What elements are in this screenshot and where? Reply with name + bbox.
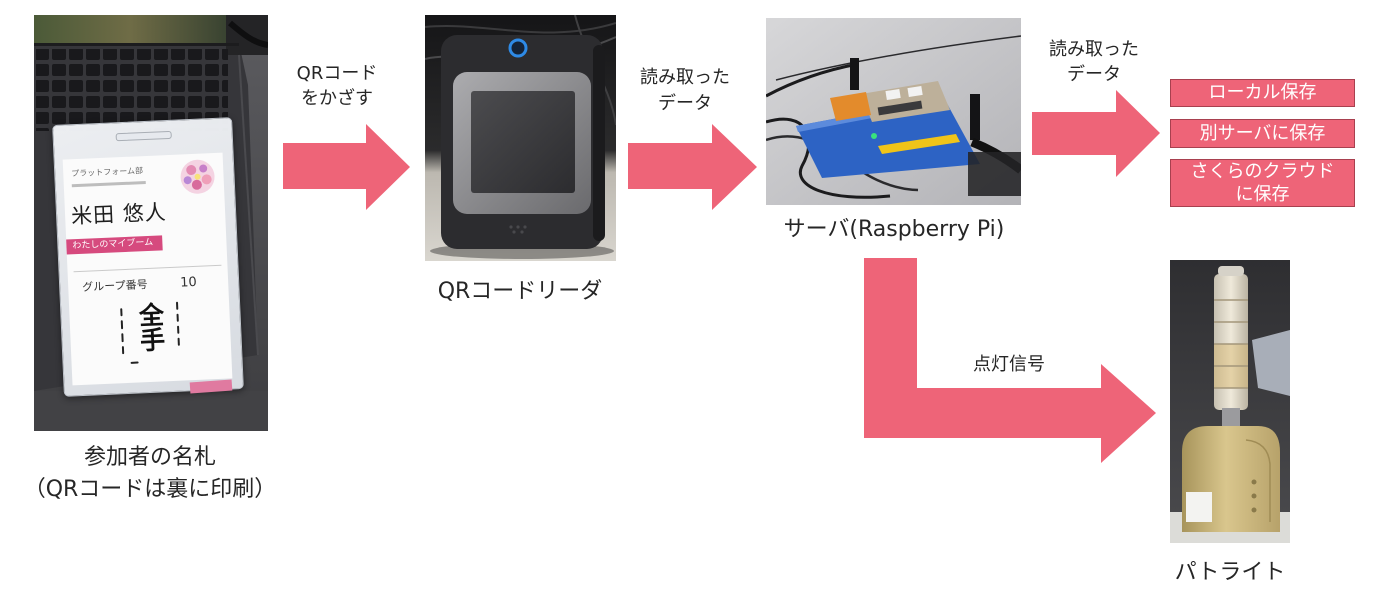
badge-photo: プラットフォーム部 米田 悠人 わたしのマイブーム グループ番号 10 — [34, 15, 268, 431]
badge-group-label: グループ番号 — [81, 278, 148, 294]
calligraphy-lettering: 全手 — [134, 301, 167, 353]
badge-person-name: 米田 悠人 — [70, 200, 168, 229]
storage-other-server-box: 別サーバに保存 — [1170, 119, 1355, 148]
storage-sakura-cloud-label-line1: さくらのクラウド — [1190, 161, 1335, 182]
qr-reader-photo — [425, 15, 616, 261]
arrow-scan-label: QRコード をかざす — [277, 61, 397, 111]
qr-reader-caption: QRコードリーダ — [437, 279, 603, 304]
badge-org-subline — [71, 181, 146, 188]
badge-hobby-tag: わたしのマイブーム — [66, 235, 163, 255]
storage-local-box: ローカル保存 — [1170, 79, 1355, 107]
arrow-to-light-label-line1: 点灯信号 — [973, 354, 1045, 375]
arrow-to-server-label: 読み取った データ — [625, 65, 745, 117]
badge-holder-slot — [115, 130, 172, 142]
arrow-to-storage-label-line2: データ — [1067, 64, 1121, 85]
storage-sakura-cloud-box: さくらのクラウド に保存 — [1170, 159, 1355, 207]
arrow-to-light-label: 点灯信号 — [949, 352, 1069, 378]
arrow-to-storage-label: 読み取った データ — [1034, 37, 1154, 87]
patlite-caption: パトライト — [1174, 560, 1286, 585]
badge-caption: 参加者の名札 （QRコードは裏に印刷） — [0, 442, 300, 506]
arrow-badge-to-reader — [283, 124, 410, 210]
arrow-to-server-label-line1: 読み取った — [640, 67, 730, 88]
arrow-reader-to-server — [628, 124, 757, 210]
storage-sakura-cloud-label-line2: に保存 — [1235, 184, 1290, 205]
patlite-photo — [1170, 260, 1290, 543]
arrow-to-server-label-line2: データ — [658, 93, 712, 114]
flower-logo-icon — [180, 159, 215, 194]
calligraphy-strokes — [120, 301, 180, 364]
badge-org: プラットフォーム部 — [71, 166, 144, 179]
badge-caption-line1: 参加者の名札 — [83, 445, 216, 470]
arrow-server-to-patlite — [864, 258, 1156, 463]
qr-reader-image — [425, 15, 616, 261]
arrow-scan-label-line2: をかざす — [301, 88, 373, 109]
arrow-server-to-storage — [1032, 90, 1160, 177]
arrow-to-storage-label-line1: 読み取った — [1049, 39, 1139, 60]
server-caption: サーバ(Raspberry Pi) — [783, 217, 1005, 242]
storage-local-label: ローカル保存 — [1208, 82, 1317, 103]
name-badge-card: プラットフォーム部 米田 悠人 わたしのマイブーム グループ番号 10 — [62, 152, 233, 386]
storage-other-server-label: 別サーバに保存 — [1199, 123, 1326, 144]
server-photo — [766, 18, 1021, 205]
badge-divider — [73, 264, 222, 273]
patlite-image — [1170, 260, 1290, 543]
badge-group-number: 10 — [179, 274, 198, 291]
arrow-scan-label-line1: QRコード — [296, 63, 378, 84]
raspberry-pi-image — [766, 18, 1021, 205]
badge-calligraphy: 全手 — [109, 298, 192, 375]
badge-holder: プラットフォーム部 米田 悠人 わたしのマイブーム グループ番号 10 — [52, 117, 244, 397]
badge-caption-line2: （QRコードは裏に印刷） — [23, 477, 277, 502]
